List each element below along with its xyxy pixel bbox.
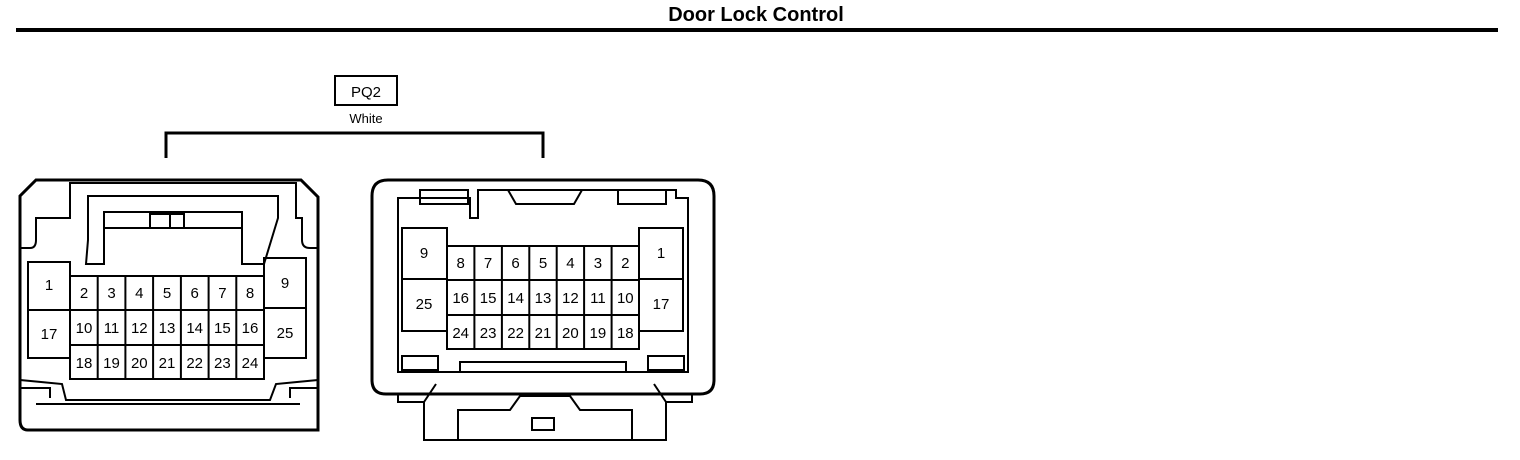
left-pin-4: 4 [135,285,143,302]
left-pin-22: 22 [186,355,203,372]
left-pin-14: 14 [186,320,203,337]
page-title: Door Lock Control [668,4,844,26]
left-pin-11: 11 [104,320,120,337]
right-pin-1: 1 [657,245,665,262]
left-pin-labels: 1 17 9 25 2 3 4 5 6 7 8 10 11 12 13 14 1… [41,275,294,372]
left-pin-12: 12 [131,320,148,337]
left-pin-24: 24 [242,355,259,372]
right-pin-24: 24 [452,325,469,342]
right-pin-10: 10 [617,290,634,307]
right-pin-grid [401,227,684,350]
left-pin-2: 2 [80,285,88,302]
right-pin-21: 21 [535,325,552,342]
left-pin-18: 18 [76,355,93,372]
right-pin-12: 12 [562,290,579,307]
left-pin-23: 23 [214,355,231,372]
connector-code-box [334,75,398,106]
right-pin-17: 17 [653,296,670,313]
right-pin-5: 5 [539,255,547,272]
left-pin-grid [27,257,307,380]
right-pin-6: 6 [511,255,519,272]
left-pin-16: 16 [242,320,259,337]
left-pin-9: 9 [281,275,289,292]
right-pin-labels: 9 25 1 17 8 7 6 5 4 3 2 16 15 14 13 12 1… [416,245,670,342]
right-pin-25: 25 [416,296,433,313]
right-pin-22: 22 [507,325,524,342]
right-pin-8: 8 [457,255,465,272]
right-pin-2: 2 [621,255,629,272]
right-pin-11: 11 [590,290,606,307]
right-pin-9: 9 [420,245,428,262]
left-pin-10: 10 [76,320,93,337]
right-pin-4: 4 [566,255,574,272]
right-pin-20: 20 [562,325,579,342]
right-pin-3: 3 [594,255,602,272]
left-pin-6: 6 [191,285,199,302]
right-connector [370,178,716,441]
left-connector [18,178,320,432]
right-pin-7: 7 [484,255,492,272]
right-pin-15: 15 [480,290,497,307]
connector-color-label: White [349,111,382,126]
right-pin-13: 13 [535,290,552,307]
left-pin-13: 13 [159,320,176,337]
left-pin-7: 7 [218,285,226,302]
right-pin-19: 19 [590,325,607,342]
left-pin-25: 25 [277,325,294,342]
left-pin-15: 15 [214,320,231,337]
left-pin-20: 20 [131,355,148,372]
title-rule [16,28,1498,32]
left-pin-5: 5 [163,285,171,302]
right-pin-16: 16 [452,290,469,307]
left-pin-3: 3 [107,285,115,302]
left-pin-1: 1 [45,277,53,294]
left-pin-8: 8 [246,285,254,302]
connector-bracket [164,131,545,158]
right-pin-14: 14 [507,290,524,307]
left-pin-17: 17 [41,326,58,343]
connector-code-label: PQ2 [351,84,381,101]
left-pin-21: 21 [159,355,176,372]
right-pin-18: 18 [617,325,634,342]
right-pin-23: 23 [480,325,497,342]
left-pin-19: 19 [103,355,120,372]
